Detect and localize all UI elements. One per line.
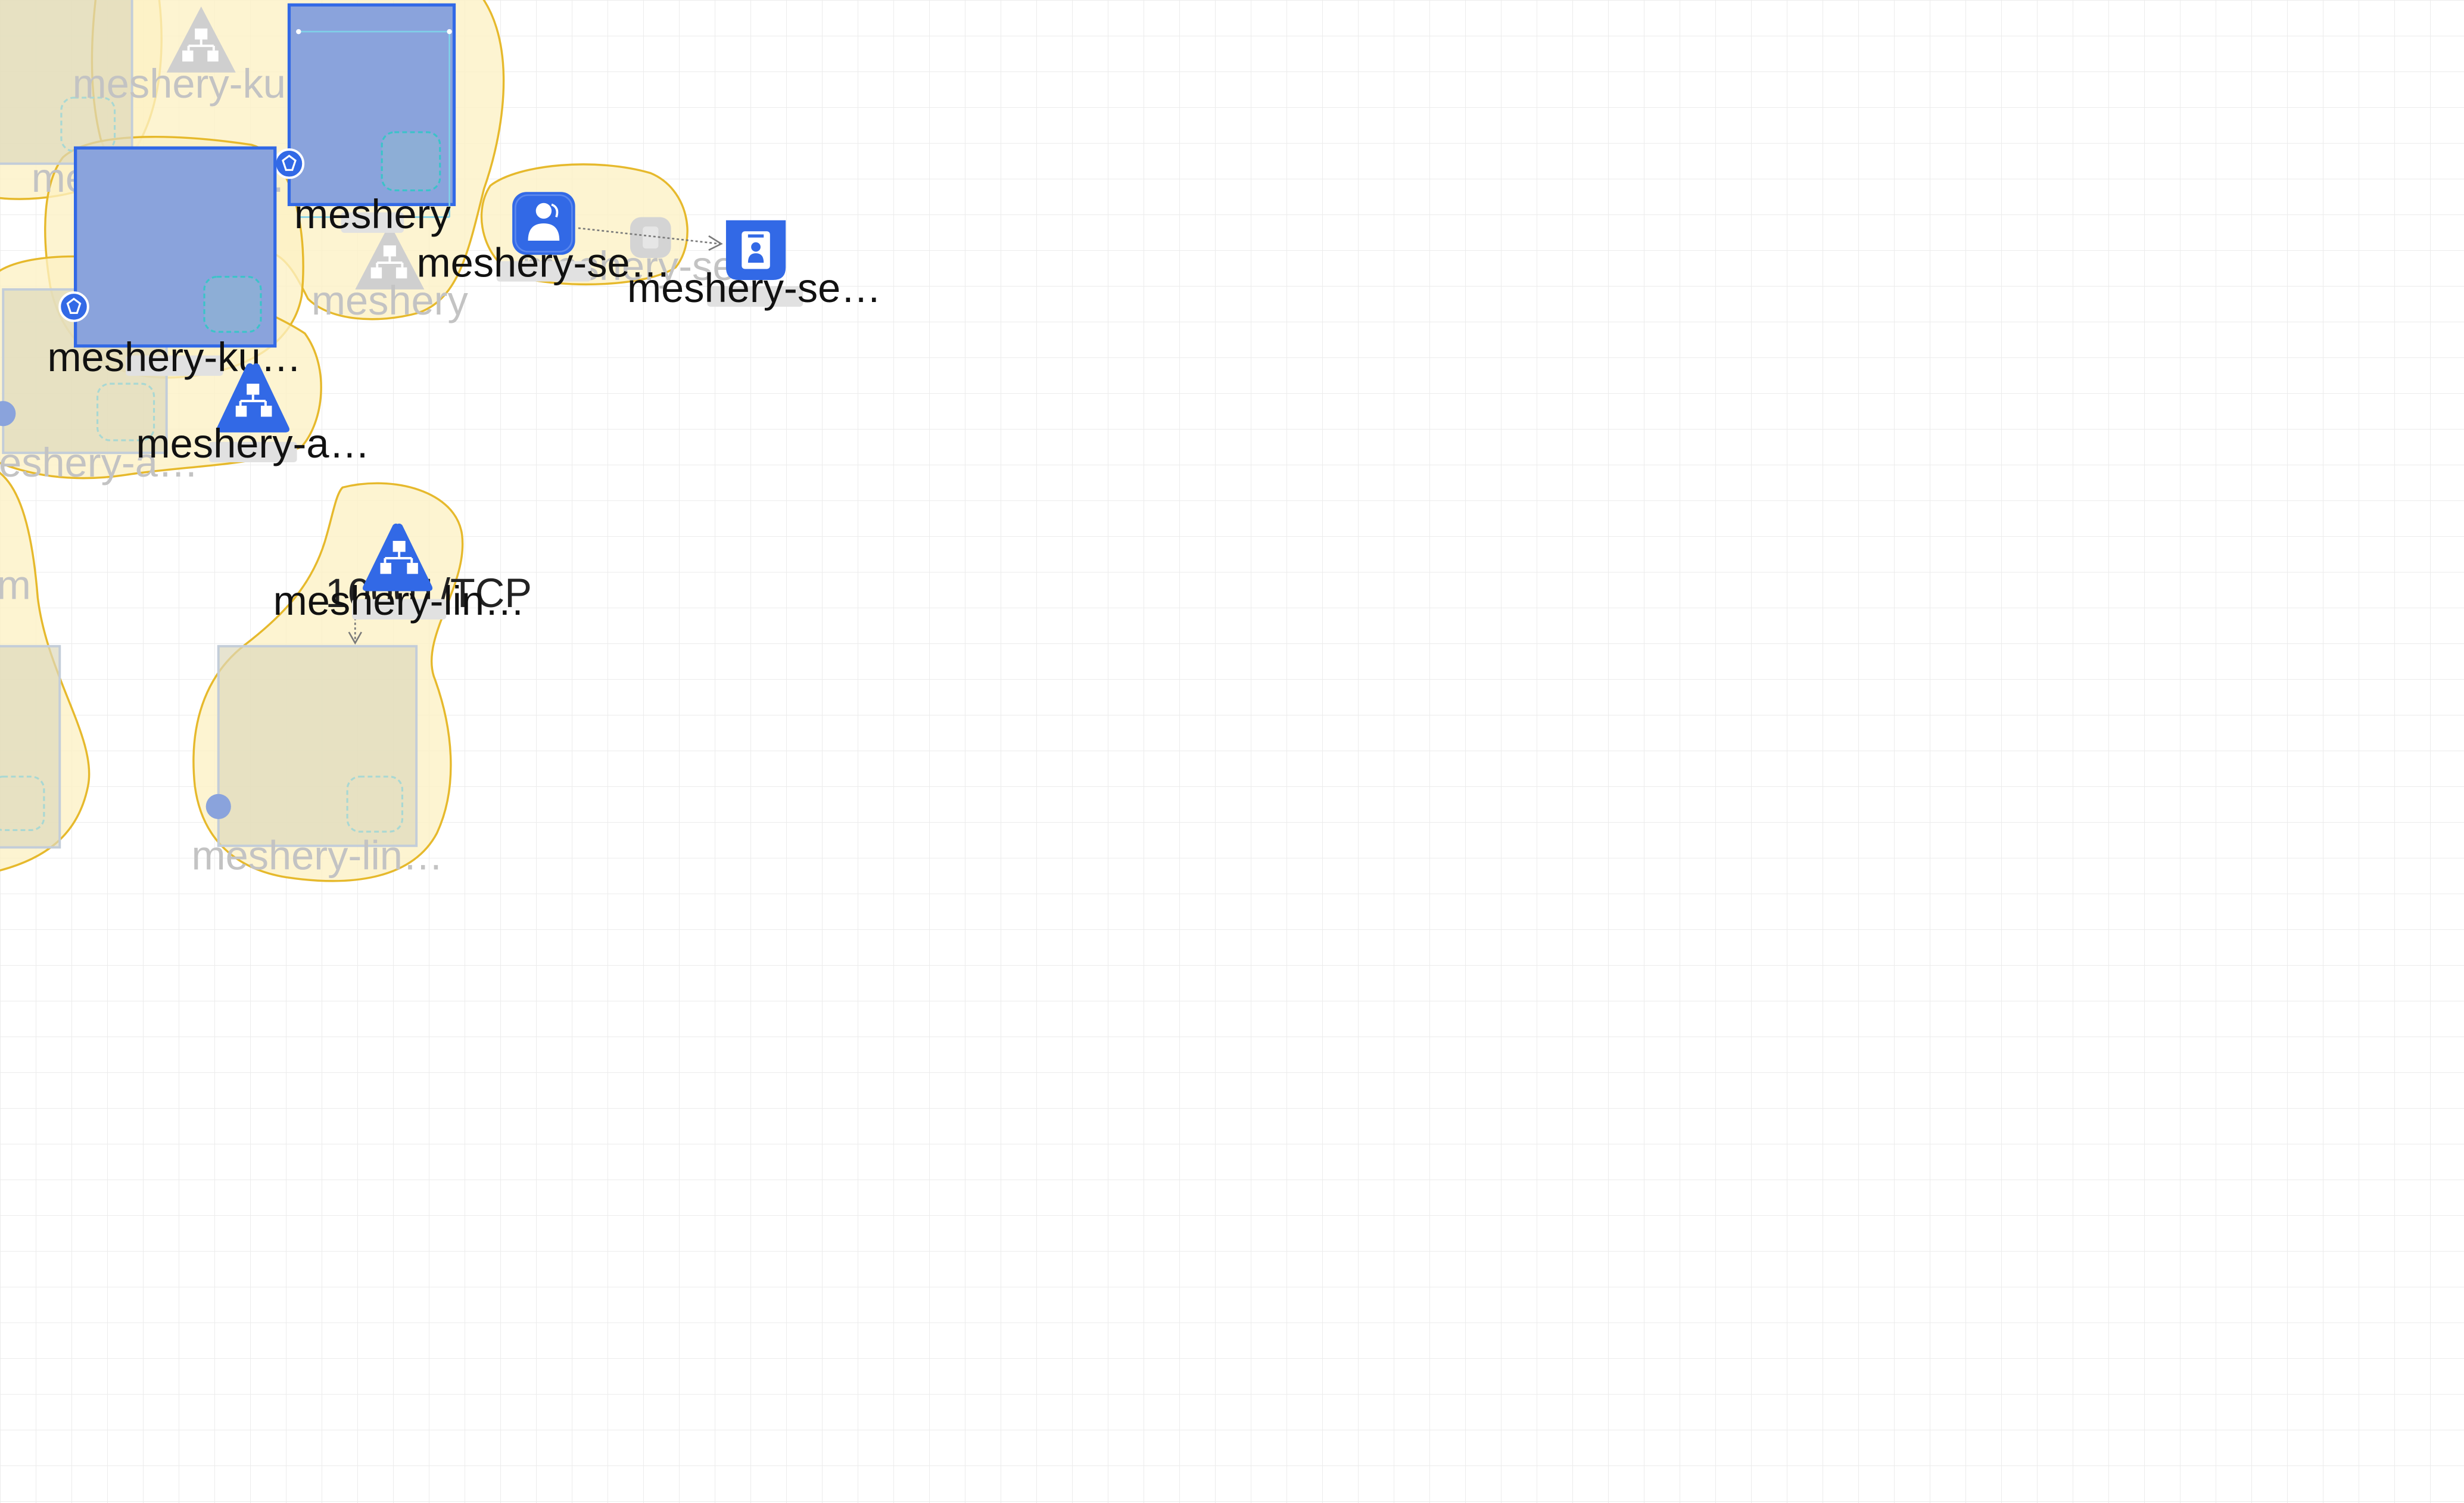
network-icon [362,523,433,592]
svg-text:meshery: meshery [311,278,469,323]
svg-text:meshery-ku…: meshery-ku… [73,61,327,107]
network-icon [166,6,236,73]
svg-text:meshery-lin…: meshery-lin… [191,832,443,878]
service-meshery-app[interactable]: meshery-a… [136,363,370,466]
id-badge-icon [725,220,786,280]
svg-text:meshery-a…: meshery-a… [136,421,370,466]
svg-text:meshery-a…: meshery-a… [0,440,198,486]
deployment-meshery[interactable]: meshery [273,3,456,237]
faded-deployment-meshery-linkerd[interactable]: meshery-lin… [191,645,443,879]
faded-deployment-left-partial[interactable]: m [0,562,61,849]
edge-serviceaccount-to-secret[interactable] [578,227,723,251]
user-icon [512,192,575,255]
svg-text:meshery-se…: meshery-se… [416,240,671,286]
network-icon [355,223,425,290]
faded-service-meshery-kubernetes[interactable]: meshery-ku… [73,6,327,107]
svg-text:meshery-lin…: meshery-lin… [273,578,525,624]
id-badge-icon [630,217,671,259]
secret-meshery[interactable]: meshery-se… [627,220,881,311]
network-icon [216,363,289,432]
cube-icon [273,148,305,179]
cube-icon [58,291,89,322]
service-account-meshery[interactable]: meshery-se… [416,192,671,286]
svg-text:m: m [0,562,31,608]
service-meshery-linkerd[interactable]: meshery-lin… [273,523,525,624]
faded-service-meshery[interactable]: meshery [311,223,469,323]
svg-text:meshery: meshery [294,191,451,237]
svg-text:meshery-ku…: meshery-ku… [47,334,301,380]
deployment-meshery-kubernetes[interactable]: meshery-ku… [47,146,301,380]
svg-text:meshery-se…: meshery-se… [627,265,881,311]
